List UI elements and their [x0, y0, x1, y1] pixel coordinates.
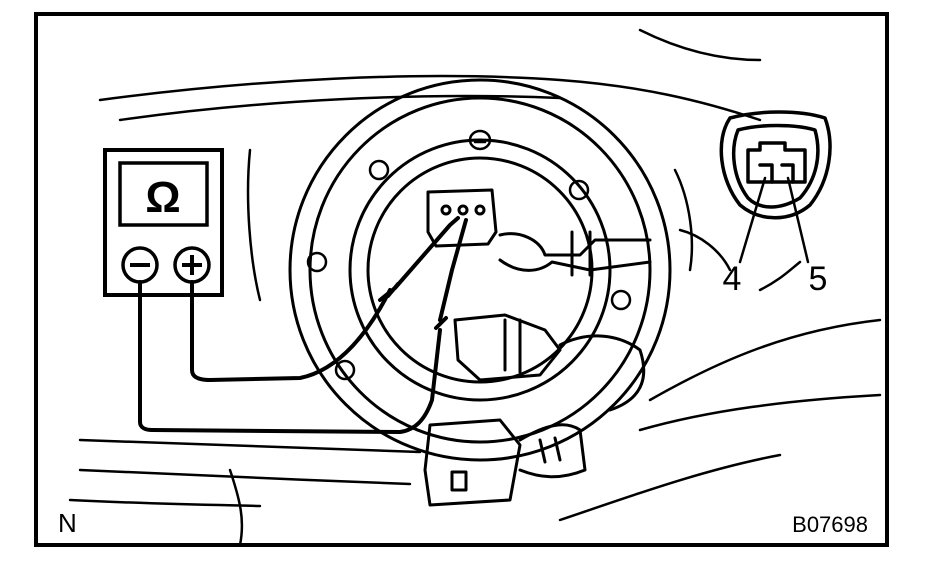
bolt	[306, 251, 328, 273]
terminal-5-leader	[786, 176, 810, 264]
figure-border	[34, 12, 889, 547]
test-leads	[138, 216, 468, 434]
housing-bolts	[306, 129, 632, 381]
bolt	[368, 159, 390, 181]
ohmmeter-display	[118, 161, 209, 227]
bolt	[334, 359, 356, 381]
sensor-housing	[288, 78, 672, 462]
lower-connector	[423, 313, 646, 507]
negative-lead	[138, 280, 442, 434]
ohm-symbol: Ω	[145, 173, 180, 222]
connector-face-view	[719, 110, 832, 220]
bolt	[610, 289, 632, 311]
positive-symbol	[182, 255, 202, 275]
connector-pin	[440, 204, 452, 216]
terminal-4-leader	[738, 176, 767, 264]
terminal-5-label: 5	[809, 260, 828, 298]
engine-background	[68, 28, 882, 547]
connector-pin	[474, 204, 486, 216]
negative-probe	[438, 218, 468, 322]
terminal-4-label: 4	[723, 260, 742, 298]
ohmmeter: Ω	[103, 148, 224, 297]
figure-code: B07698	[792, 512, 868, 537]
positive-lead	[190, 280, 392, 382]
terminal-leader-lines	[738, 176, 810, 292]
bolt	[468, 129, 492, 151]
bolt	[568, 179, 590, 201]
connector-pin	[457, 204, 469, 216]
sensor-connector	[426, 188, 652, 277]
corner-label: N	[58, 508, 77, 538]
